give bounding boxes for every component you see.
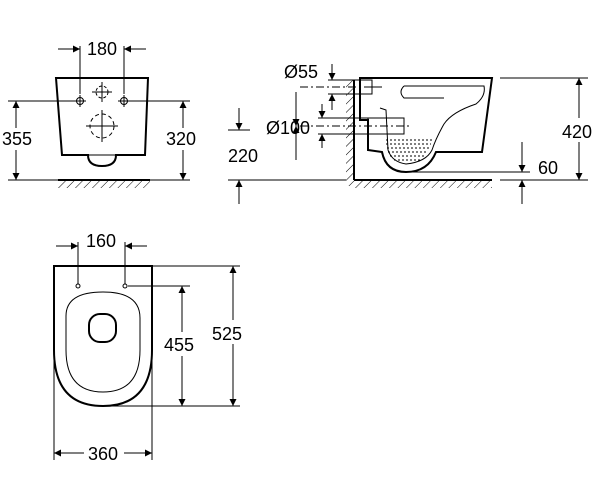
dim-label-420: 420 <box>562 122 592 142</box>
floor-hatch-front <box>58 180 150 188</box>
dim-label-180: 180 <box>87 39 117 59</box>
top-fixing-hole-right <box>122 283 128 289</box>
dim-label-360: 360 <box>88 444 118 464</box>
side-water-trap <box>386 139 432 161</box>
top-bowl-inner <box>65 291 141 393</box>
top-fixing-hole-left <box>75 283 81 289</box>
front-view: 180 355 320 <box>2 39 196 188</box>
side-view: Ø55 Ø100 220 420 60 <box>228 62 592 204</box>
front-drain-outlet <box>86 110 118 142</box>
front-water-inlet <box>92 82 112 102</box>
dim-label-60: 60 <box>538 158 558 178</box>
side-bowl-inner <box>379 85 485 165</box>
top-drain-opening <box>88 313 117 343</box>
floor-hatch-side <box>354 180 492 188</box>
dim-label-55: Ø55 <box>284 62 318 82</box>
dim-label-160: 160 <box>86 231 116 251</box>
top-body-outline <box>53 265 153 408</box>
side-rim <box>400 85 444 99</box>
dim-label-355: 355 <box>2 129 32 149</box>
dim-label-220: 220 <box>228 146 258 166</box>
dim-label-100: Ø100 <box>266 118 310 138</box>
wall-hatch <box>346 80 354 186</box>
dim-label-320: 320 <box>166 129 196 149</box>
dim-label-455: 455 <box>164 335 194 355</box>
top-view: 160 455 525 360 <box>53 231 242 464</box>
side-body-outline <box>359 77 494 174</box>
dim-label-525: 525 <box>212 324 242 344</box>
front-fixing-hole-right <box>118 95 130 107</box>
